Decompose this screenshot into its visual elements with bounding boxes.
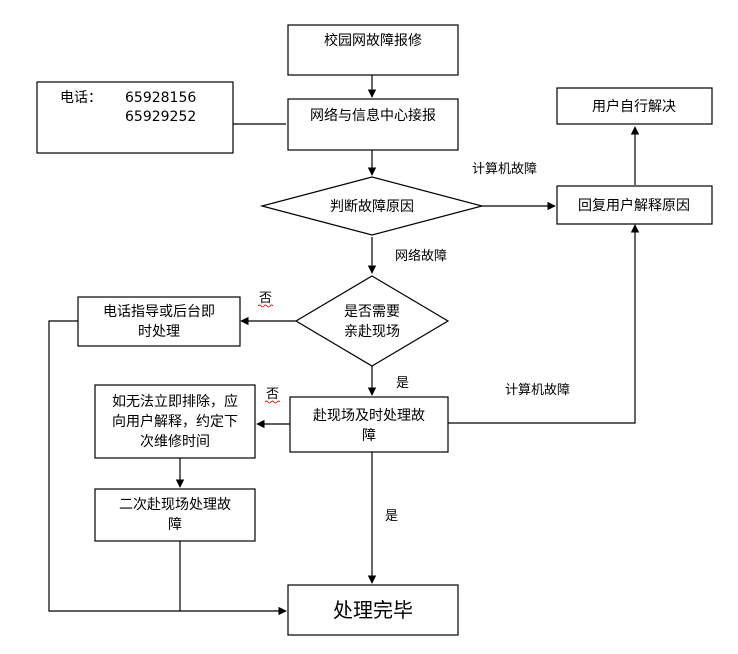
label-yes-visit: 是 xyxy=(396,376,409,391)
node-report: 校园网故障报修 xyxy=(287,24,459,76)
edge-labels: 计算机故障 网络故障 否 是 计算机故障 否 是 xyxy=(257,162,570,524)
edge-phone-guide-to-done xyxy=(48,320,287,616)
node-visit-fix-line-1: 赴现场及时处理故 xyxy=(313,408,425,424)
node-judge: 判断故障原因 xyxy=(259,176,485,236)
node-cannot-fix-line-2: 向用户解释，约定下 xyxy=(112,413,238,430)
node-report-label: 校园网故障报修 xyxy=(324,32,422,49)
node-judge-label: 判断故障原因 xyxy=(330,199,414,215)
phone-box: 电话： 65928156 65929252 xyxy=(36,81,234,154)
label-yes-done: 是 xyxy=(385,509,398,524)
node-phone-guide-line-2: 时处理 xyxy=(138,324,180,340)
node-second-visit-line-2: 障 xyxy=(168,517,182,533)
node-self-solve-label: 用户自行解决 xyxy=(592,98,676,115)
node-cannot-fix: 如无法立即排除，应 向用户解释，约定下 次维修时间 xyxy=(94,384,256,459)
node-phone-guide-line-1: 电话指导或后台即 xyxy=(103,304,215,320)
node-need-visit: 是否需要 亲赴现场 xyxy=(294,275,450,367)
node-phone-guide: 电话指导或后台即 时处理 xyxy=(77,296,241,347)
node-visit-fix-line-2: 障 xyxy=(362,428,376,444)
node-visit-fix: 赴现场及时处理故 障 xyxy=(289,396,449,453)
node-cannot-fix-line-1: 如无法立即排除，应 xyxy=(112,393,238,410)
node-second-visit: 二次赴现场处理故 障 xyxy=(94,488,256,542)
node-second-visit-line-1: 二次赴现场处理故 xyxy=(119,497,231,513)
label-computer-fault-top: 计算机故障 xyxy=(472,162,537,177)
connectors xyxy=(48,75,640,616)
edge-visit-fix-to-reply xyxy=(448,224,640,424)
label-no-retry: 否 xyxy=(266,387,279,402)
node-cannot-fix-line-3: 次维修时间 xyxy=(140,434,210,450)
label-network-fault: 网络故障 xyxy=(395,248,447,264)
squiggle-underline-2 xyxy=(264,400,281,404)
node-need-visit-line-1: 是否需要 xyxy=(344,304,400,320)
label-no-phone: 否 xyxy=(259,291,272,306)
node-need-visit-line-2: 亲赴现场 xyxy=(344,324,400,340)
phone-number-2: 65929252 xyxy=(125,109,196,125)
node-reply: 回复用户解释原因 xyxy=(556,185,713,225)
node-reply-label: 回复用户解释原因 xyxy=(578,197,690,214)
squiggle-underline-1 xyxy=(257,304,274,308)
node-center-label: 网络与信息中心接报 xyxy=(310,107,436,124)
label-computer-fault-mid: 计算机故障 xyxy=(505,383,570,398)
node-done-label: 处理完毕 xyxy=(333,598,413,622)
phone-label: 电话： xyxy=(60,90,102,106)
node-center: 网络与信息中心接报 xyxy=(287,98,459,151)
phone-number-1: 65928156 xyxy=(125,90,196,106)
node-done: 处理完毕 xyxy=(287,584,459,636)
node-self-solve: 用户自行解决 xyxy=(556,87,713,125)
